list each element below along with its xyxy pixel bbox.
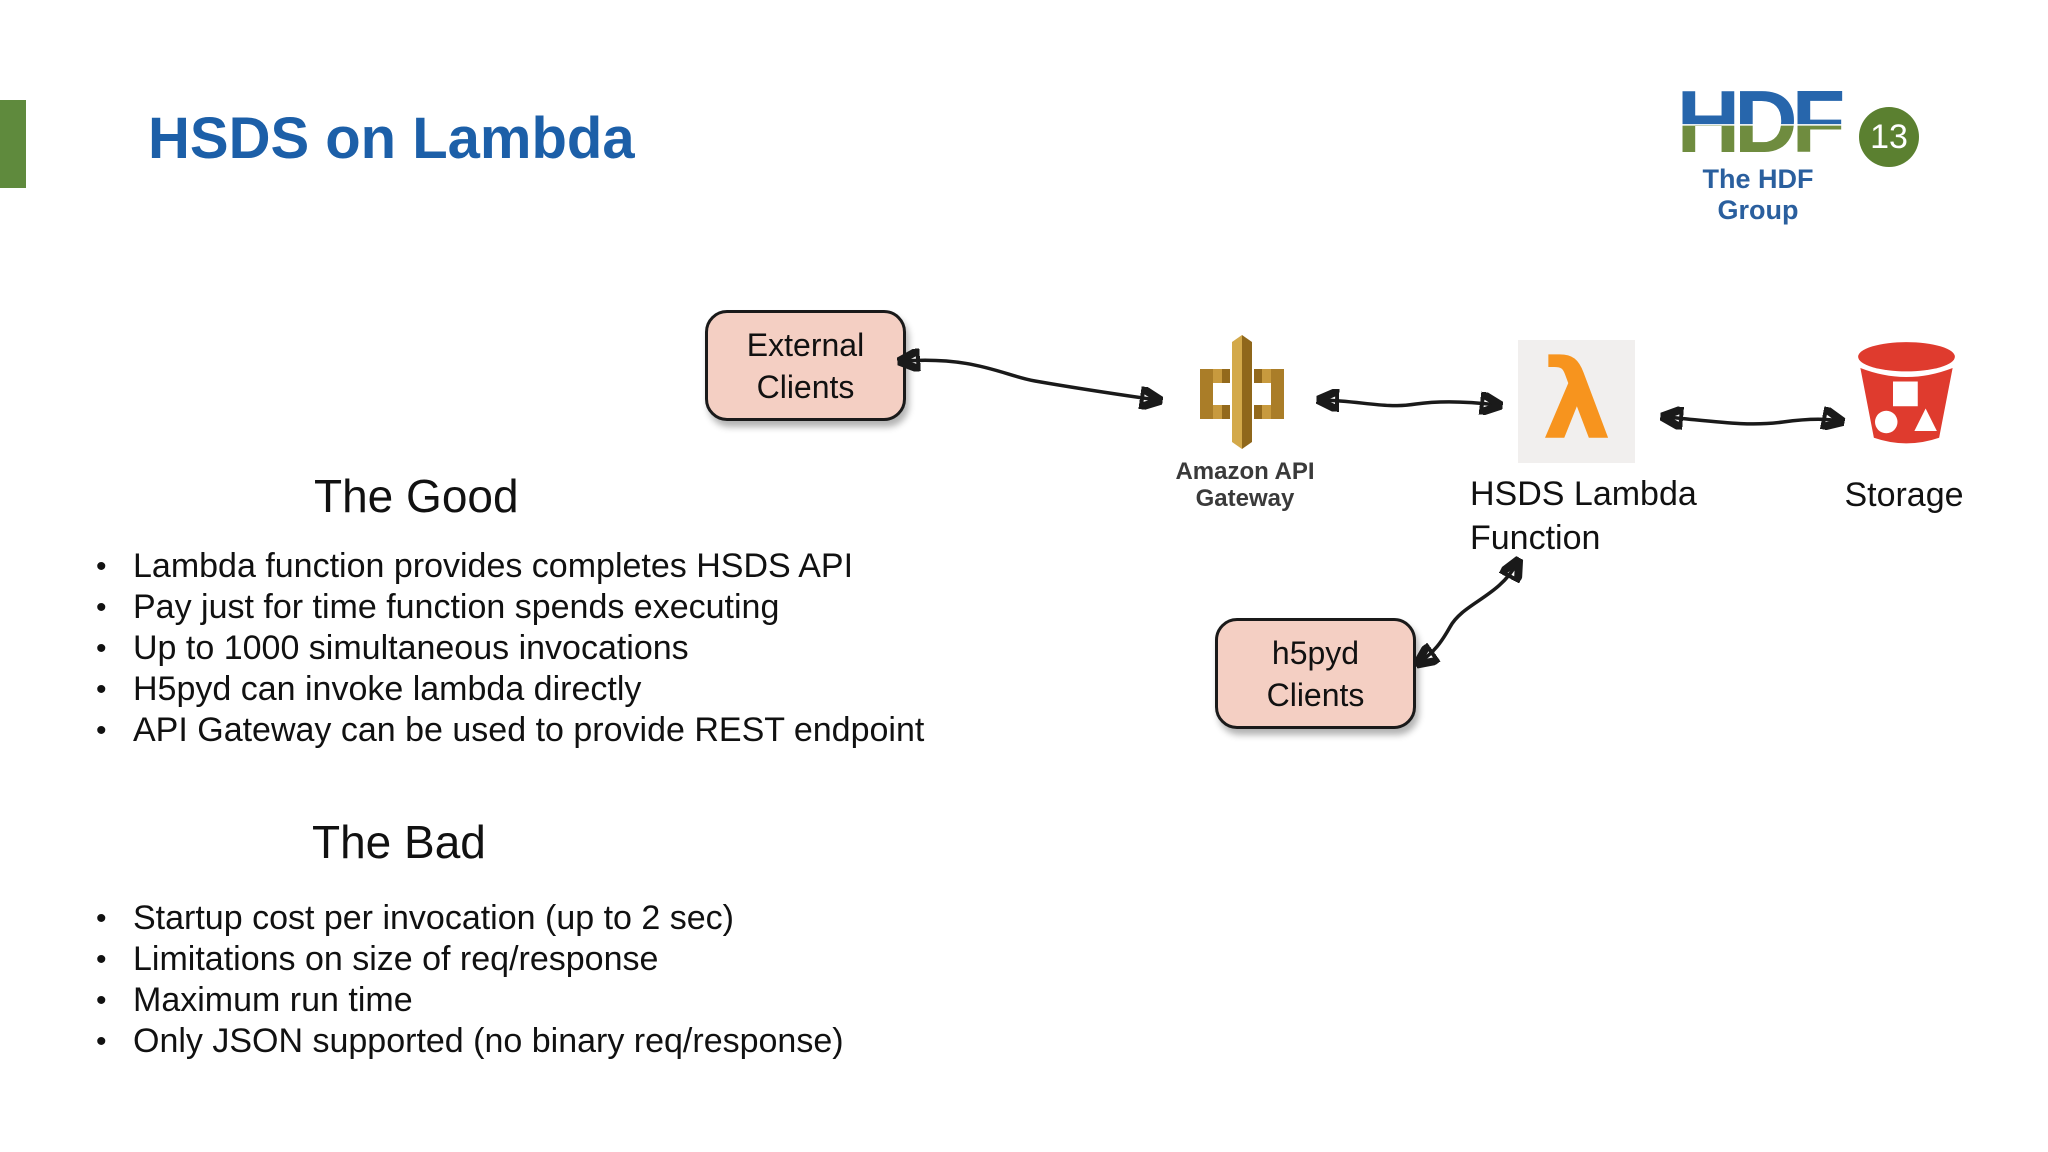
page-number-badge: 13 — [1859, 107, 1919, 167]
api-gateway-label-line2: Gateway — [1195, 485, 1295, 512]
lambda-icon: λ — [1518, 340, 1635, 463]
good-bullet-list: Lambda function provides completes HSDS … — [96, 546, 924, 751]
api-gateway-icon — [1200, 335, 1284, 449]
hdf-logo-bottom-half: HDF — [1676, 72, 1846, 171]
api-gateway-label: Amazon API Gateway — [1156, 458, 1334, 512]
external-clients-label-line2: Clients — [756, 368, 855, 405]
lambda-label: HSDS Lambda Function — [1470, 472, 1697, 560]
good-bullet-3: Up to 1000 simultaneous invocations — [96, 628, 924, 669]
good-bullet-4: H5pyd can invoke lambda directly — [96, 669, 924, 710]
accent-bar — [0, 100, 26, 188]
external-clients-label-line1: External — [746, 326, 865, 363]
lambda-label-line2: Function — [1470, 519, 1601, 557]
bad-heading: The Bad — [312, 816, 486, 868]
hdf-logo-top-half: HDF — [1676, 72, 1846, 171]
storage-bucket-icon — [1858, 342, 1955, 444]
arrow-gateway-lambda — [1322, 400, 1497, 406]
good-bullet-5: API Gateway can be used to provide REST … — [96, 710, 924, 751]
h5pyd-clients-box: h5pyd Clients — [1215, 618, 1416, 729]
arrow-lambda-storage — [1666, 417, 1839, 424]
storage-label: Storage — [1844, 476, 1964, 514]
arrow-external-gateway — [903, 360, 1157, 400]
h5pyd-label-line2: Clients — [1266, 676, 1365, 713]
external-clients-box: External Clients — [705, 310, 906, 421]
bad-bullet-list: Startup cost per invocation (up to 2 sec… — [96, 898, 844, 1062]
hdf-logo: HDF HDF The HDF Group — [1662, 86, 1854, 226]
bad-bullet-3: Maximum run time — [96, 980, 844, 1021]
good-bullet-2: Pay just for time function spends execut… — [96, 587, 924, 628]
hdf-logo-caption: The HDF Group — [1702, 164, 1814, 225]
arrow-h5pyd-lambda — [1420, 563, 1517, 662]
hdf-logo-letters: HDF HDF — [1662, 86, 1854, 162]
bad-bullet-1: Startup cost per invocation (up to 2 sec… — [96, 898, 844, 939]
api-gateway-label-line1: Amazon API — [1175, 458, 1315, 485]
good-heading: The Good — [314, 470, 519, 522]
bad-bullet-4: Only JSON supported (no binary req/respo… — [96, 1021, 844, 1062]
bad-bullet-2: Limitations on size of req/response — [96, 939, 844, 980]
h5pyd-label-line1: h5pyd — [1271, 634, 1360, 671]
page-number: 13 — [1870, 117, 1908, 156]
page-title: HSDS on Lambda — [148, 106, 635, 171]
lambda-label-line1: HSDS Lambda — [1470, 475, 1697, 513]
good-bullet-1: Lambda function provides completes HSDS … — [96, 546, 924, 587]
lambda-glyph: λ — [1541, 335, 1612, 464]
